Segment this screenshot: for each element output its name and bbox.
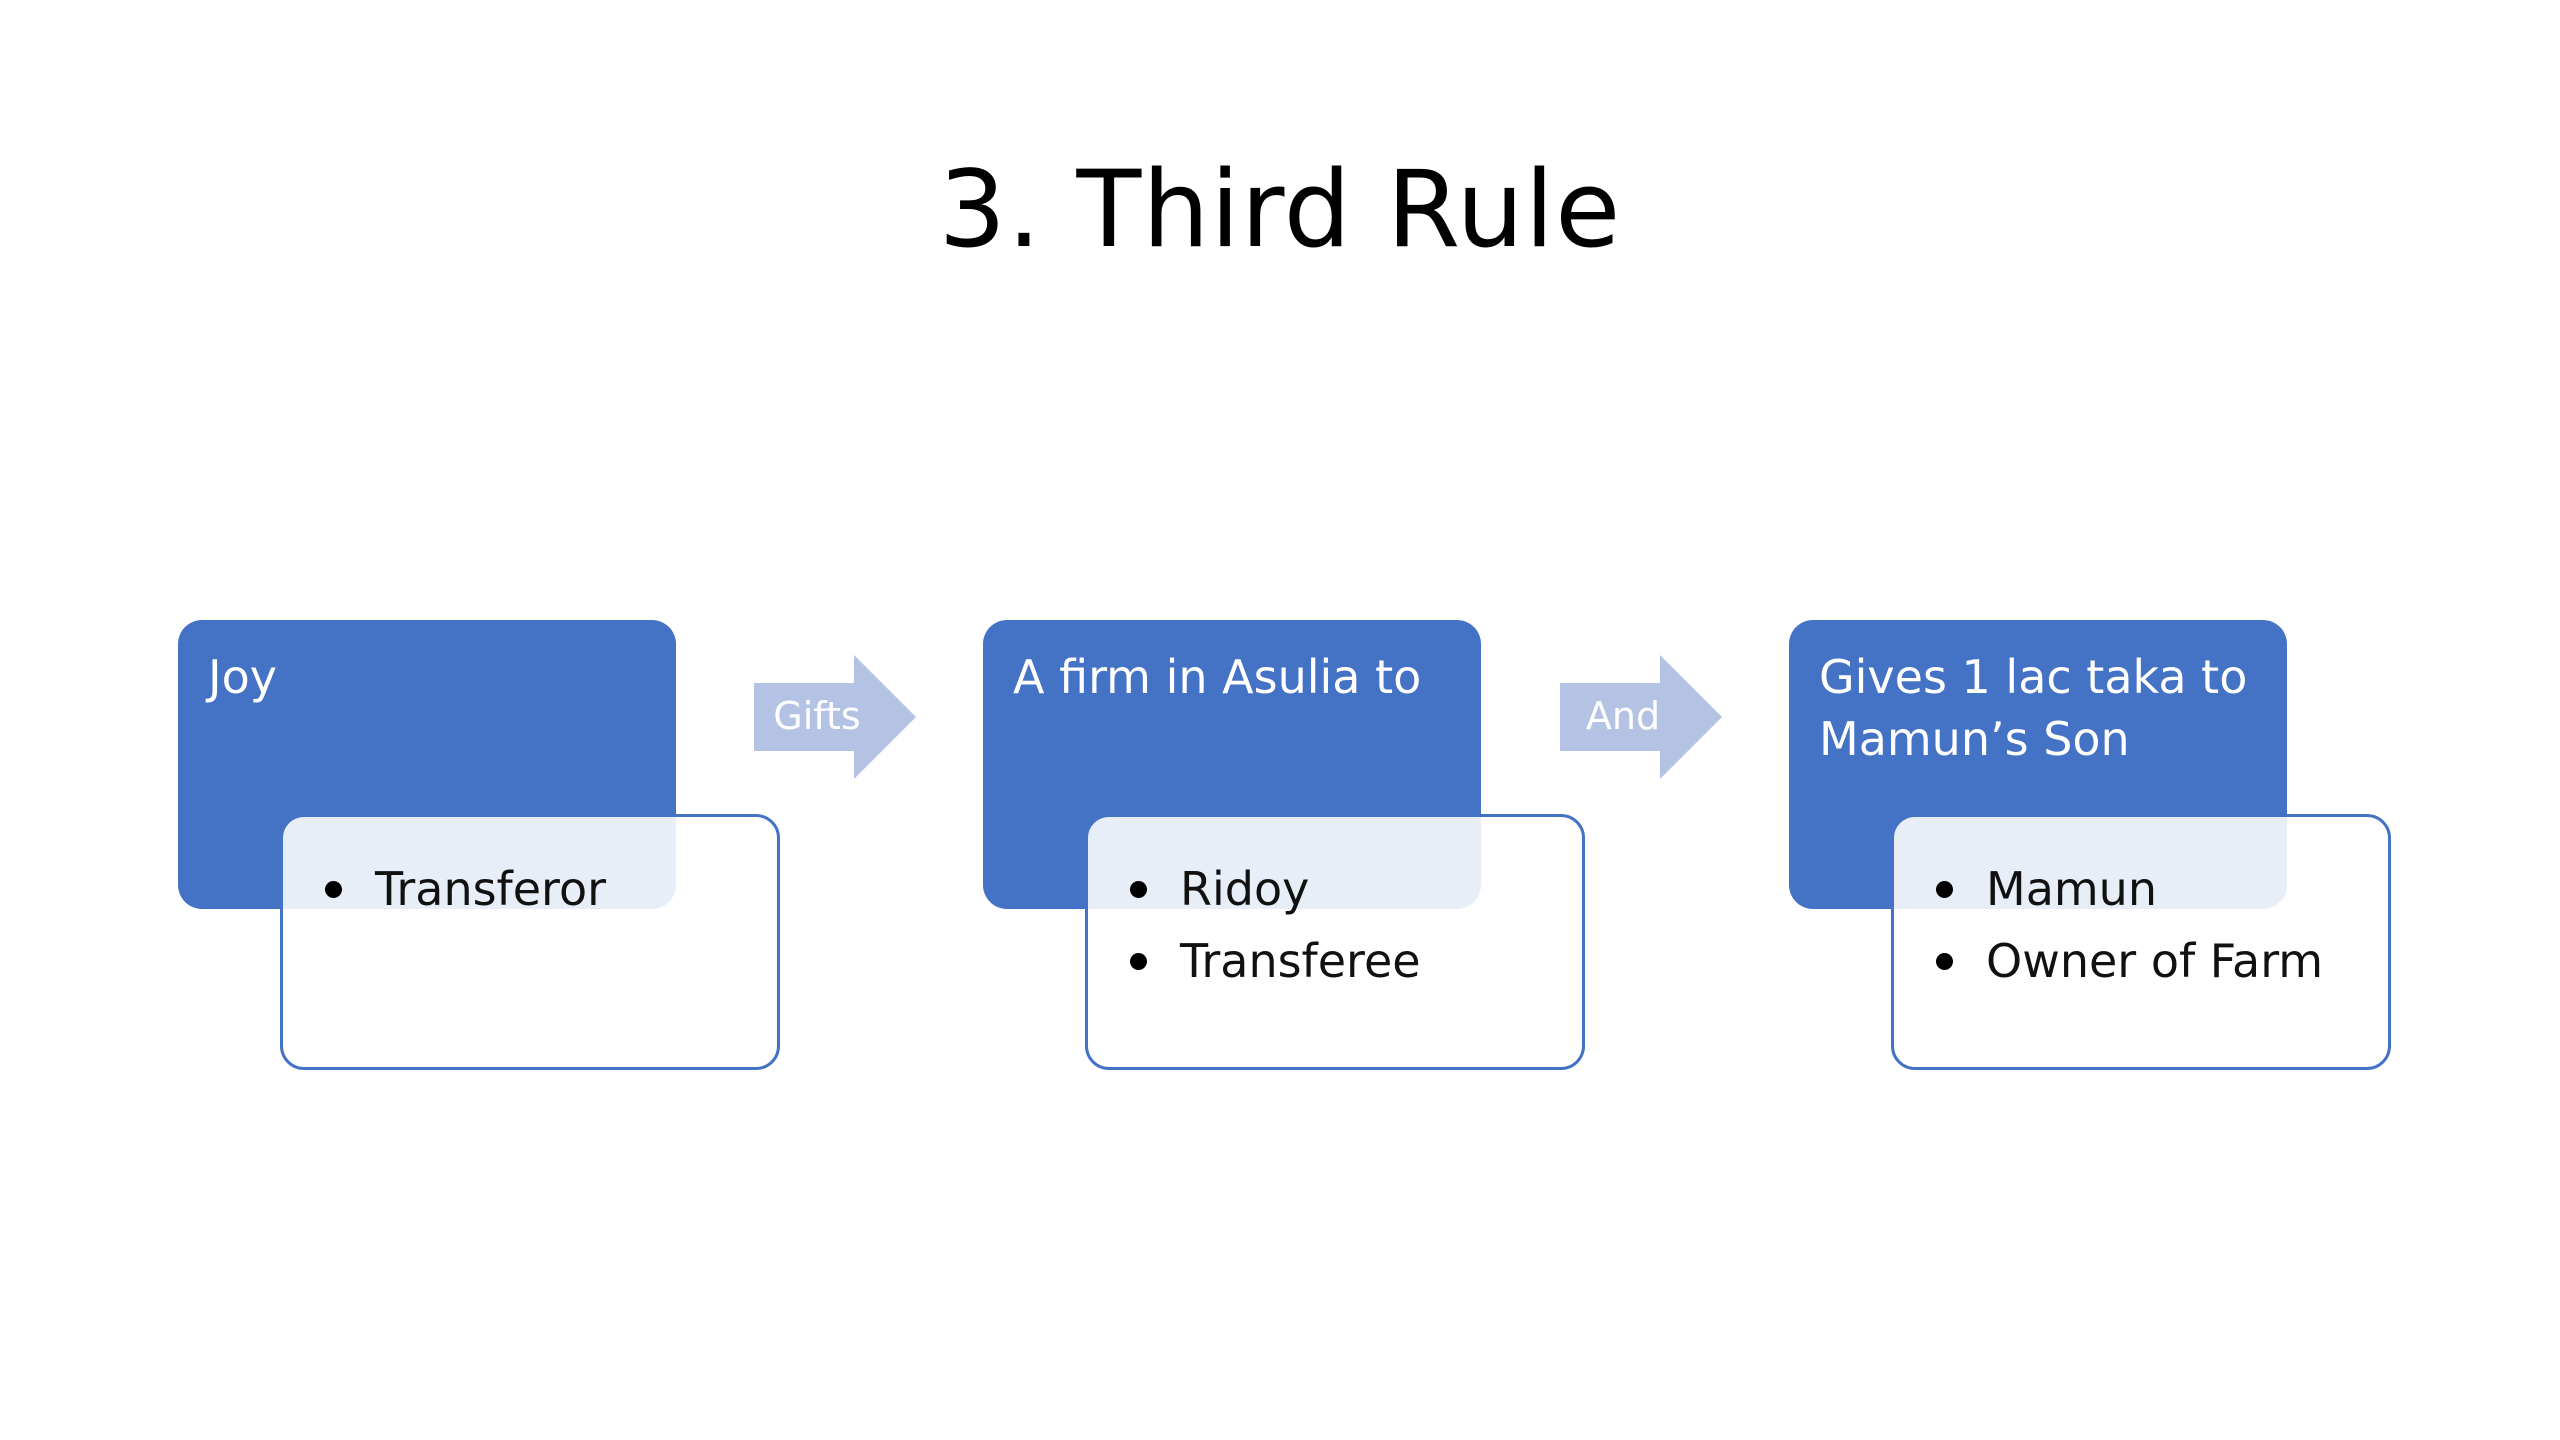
detail-text: Ridoy xyxy=(1180,862,1310,916)
detail-list: Transferor xyxy=(319,853,757,925)
step-heading: Joy xyxy=(208,650,277,704)
detail-text: Transferor xyxy=(375,862,607,916)
detail-text: Transferee xyxy=(1180,934,1421,988)
connector-and: And xyxy=(1560,655,1722,779)
right-arrow-icon xyxy=(1560,655,1722,779)
process-step-joy: Joy Transferor xyxy=(178,620,780,1070)
connector-label: And xyxy=(1585,694,1661,738)
right-arrow-icon xyxy=(754,655,916,779)
step-detail-box: Ridoy Transferee xyxy=(1085,814,1585,1070)
connector-gifts: Gifts xyxy=(754,655,916,779)
step-heading: Gives 1 lac taka to Mamun’s Son xyxy=(1819,650,2248,766)
bullet-icon xyxy=(1130,953,1147,970)
detail-text: Owner of Farm xyxy=(1986,934,2324,988)
step-heading: A firm in Asulia to xyxy=(1013,650,1422,704)
list-item: Mamun xyxy=(1930,853,2368,925)
bullet-icon xyxy=(1936,881,1953,898)
slide-title: 3. Third Rule xyxy=(938,148,1622,271)
list-item: Transferor xyxy=(319,853,757,925)
bullet-icon xyxy=(1936,953,1953,970)
detail-list: Ridoy Transferee xyxy=(1124,853,1562,997)
list-item: Ridoy xyxy=(1124,853,1562,925)
connector-label: Gifts xyxy=(773,694,861,738)
list-item: Owner of Farm xyxy=(1930,925,2368,997)
step-heading-box: A firm in Asulia to xyxy=(983,620,1481,909)
process-step-firm: A firm in Asulia to Ridoy Transferee xyxy=(983,620,1585,1070)
detail-list: Mamun Owner of Farm xyxy=(1930,853,2368,997)
detail-text: Mamun xyxy=(1986,862,2157,916)
bullet-icon xyxy=(325,881,342,898)
step-detail-box: Mamun Owner of Farm xyxy=(1891,814,2391,1070)
bullet-icon xyxy=(1130,881,1147,898)
list-item: Transferee xyxy=(1124,925,1562,997)
step-detail-box: Transferor xyxy=(280,814,780,1070)
process-step-gives: Gives 1 lac taka to Mamun’s Son Mamun Ow… xyxy=(1789,620,2391,1070)
